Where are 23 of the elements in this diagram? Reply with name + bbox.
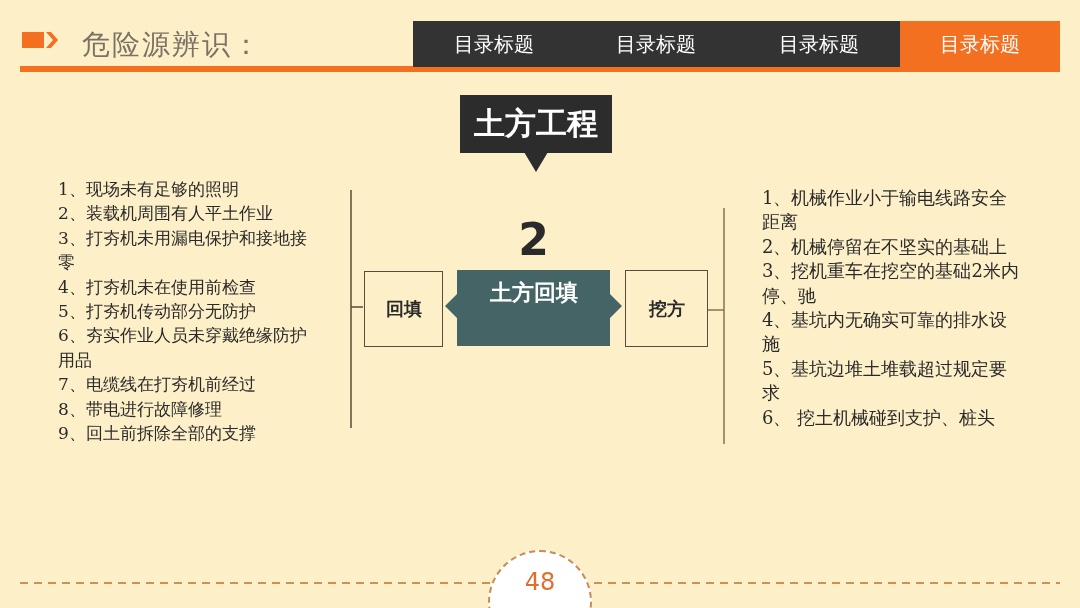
hazard-item: 1、现场未有足够的照明 — [58, 178, 240, 201]
section-title: 土方回填 — [488, 279, 579, 307]
hazard-item: 6、夯实作业人员未穿戴绝缘防护用品 — [58, 324, 308, 372]
hazard-item: 4、基坑内无确实可靠的排水设施 — [762, 308, 1009, 357]
section-number: 2 — [517, 214, 550, 265]
hazard-item: 3、打夯机未用漏电保护和接地接零 — [58, 226, 308, 275]
page-number: 48 — [523, 568, 557, 596]
hazard-item: 1、机械作业小于输电线路安全距离 — [762, 186, 1009, 235]
hazard-item: 2、机械停留在不坚实的基础上 — [762, 234, 1009, 259]
hazard-item: 4、打夯机未在使用前检查 — [58, 275, 257, 299]
page-title: 危险源辨识： — [82, 27, 262, 63]
hazard-item: 2、装载机周围有人平土作业 — [58, 202, 274, 226]
title-callout: 土方工程 — [460, 95, 612, 153]
hazard-item: 8、带电进行故障修理 — [58, 397, 223, 421]
hazard-item: 9、回土前拆除全部的支撑 — [58, 422, 257, 446]
hazard-item: 6、 挖土机械碰到支护、桩头 — [762, 405, 997, 430]
hazard-item: 5、打夯机传动部分无防护 — [58, 300, 257, 324]
category-box: 回填 — [364, 271, 443, 347]
category-box: 挖方 — [625, 270, 708, 347]
hazard-item: 7、电缆线在打夯机前经过 — [58, 373, 257, 397]
hazard-item: 3、挖机重车在挖空的基础2米内停、驰 — [762, 259, 1020, 308]
tab: 目录标题 — [900, 21, 1060, 67]
hazard-item: 5、基坑边堆土堆载超过规定要求 — [762, 356, 1009, 406]
